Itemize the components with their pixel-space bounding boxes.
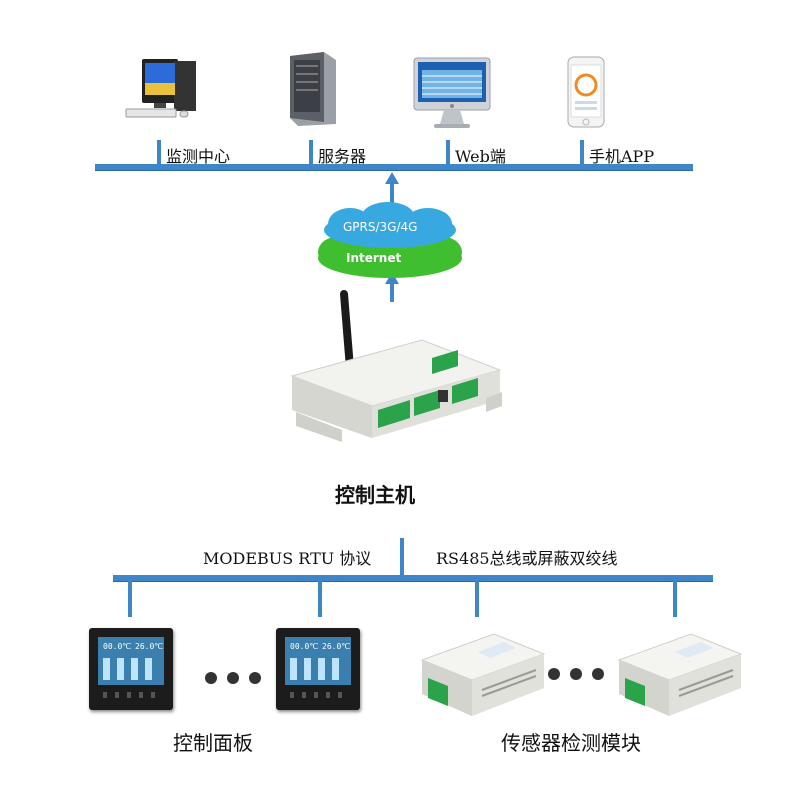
- smartphone-icon: [567, 56, 605, 128]
- server-tower-icon: [290, 52, 336, 126]
- sensor-module-device: [420, 633, 546, 716]
- controller-host-label: 控制主机: [335, 483, 415, 507]
- up-arrow-icon: [385, 272, 399, 302]
- sensor-module-device: [617, 633, 743, 716]
- device-connector: [673, 581, 677, 617]
- top-node-label-monitoring-center: 监测中心: [166, 147, 231, 166]
- more-devices-ellipsis: [548, 668, 604, 680]
- panel-reading: 00.0℃: [290, 642, 319, 651]
- control-panel-label: 控制面板: [173, 731, 253, 755]
- panel-reading: 26.0℃: [135, 642, 164, 651]
- node-connector: [309, 140, 313, 168]
- rs485-bus: [113, 575, 713, 582]
- more-devices-ellipsis: [205, 672, 261, 684]
- node-connector: [157, 140, 161, 168]
- bus-protocol-label: MODEBUS RTU 协议: [203, 549, 372, 568]
- device-connector: [318, 581, 322, 617]
- cloud-internet-label: Internet: [346, 251, 402, 265]
- sensor-module-label: 传感器检测模块: [501, 731, 641, 755]
- device-connector: [128, 581, 132, 617]
- bus-medium-label: RS485总线或屏蔽双绞线: [436, 549, 618, 568]
- cloud-network-types: GPRS/3G/4G: [343, 220, 418, 234]
- panel-reading: 26.0℃: [322, 642, 351, 651]
- panel-reading: 00.0℃: [103, 642, 132, 651]
- control-panel-device: 00.0℃ 26.0℃: [89, 628, 173, 710]
- control-panel-device: 00.0℃ 26.0℃: [276, 628, 360, 710]
- controller-device-image: [290, 290, 502, 442]
- internet-cloud-icon: [318, 202, 462, 278]
- top-node-label-server: 服务器: [318, 147, 367, 166]
- desktop-computer-icon: [125, 59, 196, 118]
- top-node-label-web: Web端: [455, 147, 506, 166]
- node-connector: [446, 140, 450, 168]
- controller-bus-connector: [400, 538, 404, 578]
- up-arrow-icon: [385, 172, 399, 210]
- top-network-bus: [95, 164, 693, 171]
- node-connector: [580, 140, 584, 168]
- top-node-label-mobile-app: 手机APP: [589, 147, 655, 166]
- imac-monitor-icon: [413, 57, 491, 128]
- device-connector: [475, 581, 479, 617]
